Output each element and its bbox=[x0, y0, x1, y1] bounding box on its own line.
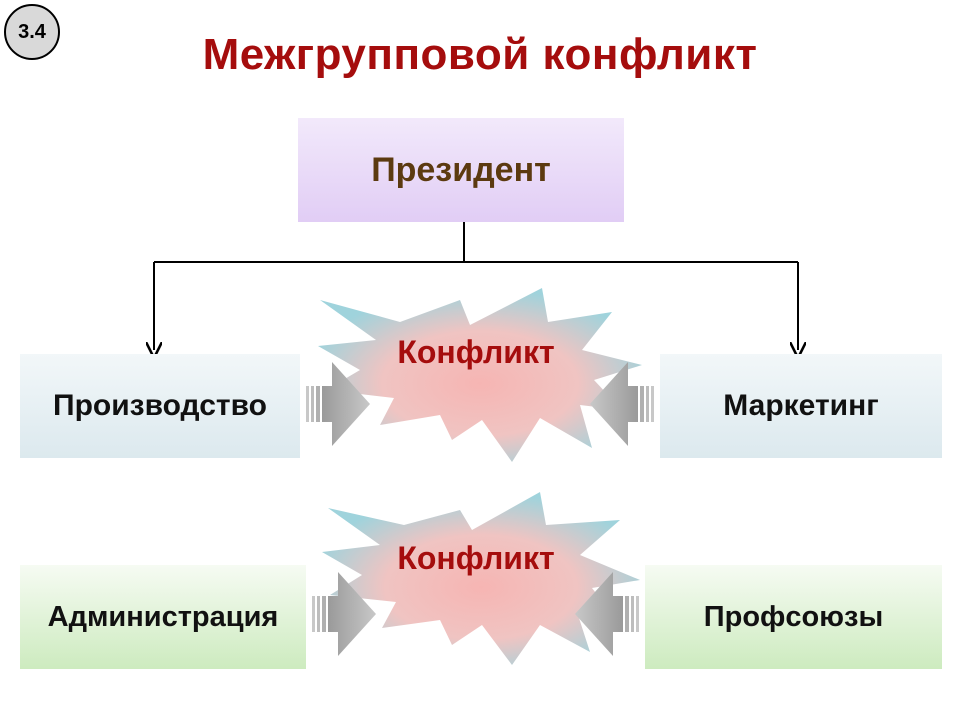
block-arrow-production-right bbox=[306, 362, 370, 446]
box-production-label: Производство bbox=[53, 389, 267, 422]
box-unions-label: Профсоюзы bbox=[703, 600, 884, 633]
org-connectors bbox=[154, 222, 798, 350]
box-marketing-label: Маркетинг bbox=[723, 389, 879, 422]
conflict-burst-1 bbox=[318, 288, 642, 462]
block-arrow-admin-right bbox=[312, 572, 376, 656]
conflict-label-2: Конфликт bbox=[397, 540, 555, 576]
box-unions: Профсоюзы bbox=[645, 565, 942, 669]
conflict-burst-2 bbox=[322, 492, 640, 665]
block-arrow-marketing-left bbox=[590, 362, 654, 446]
box-marketing: Маркетинг bbox=[660, 354, 942, 458]
slide-number-badge: 3.4 bbox=[4, 4, 60, 60]
box-administration: Администрация bbox=[20, 565, 306, 669]
box-president-label: Президент bbox=[371, 150, 551, 189]
block-arrow-unions-left bbox=[575, 572, 639, 656]
conflict-label-1: Конфликт bbox=[397, 334, 555, 370]
box-president: Президент bbox=[298, 118, 624, 222]
slide-title: Межгрупповой конфликт bbox=[202, 30, 758, 79]
box-production: Производство bbox=[20, 354, 300, 458]
box-administration-label: Администрация bbox=[47, 600, 279, 633]
